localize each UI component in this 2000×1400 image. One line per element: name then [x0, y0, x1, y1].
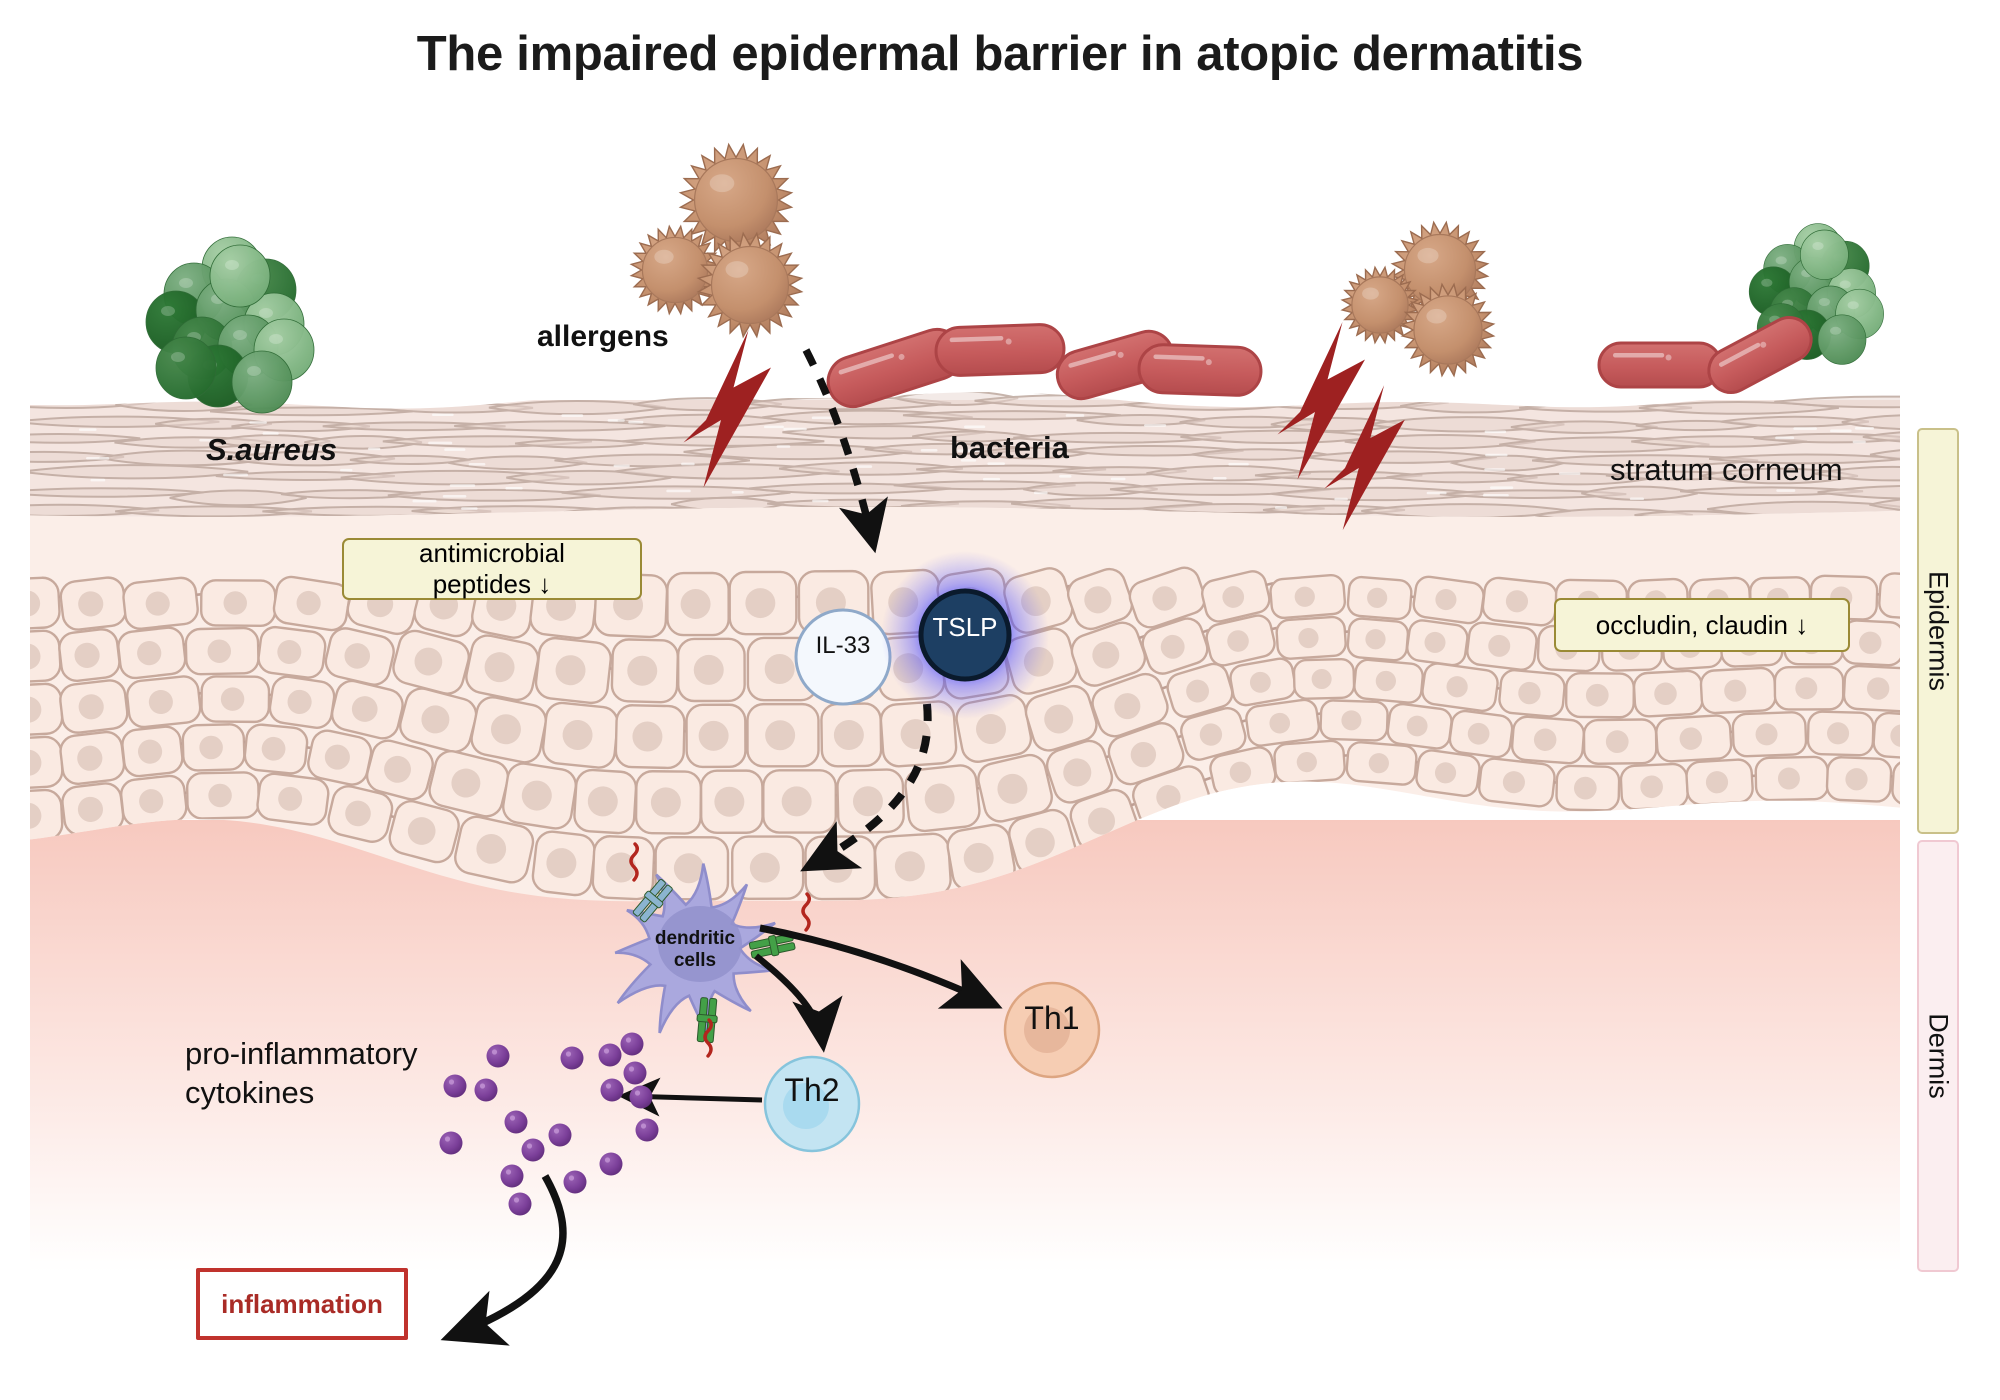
epidermis-bracket: Epidermis	[1917, 428, 1959, 834]
bacteria-group	[826, 316, 1813, 409]
allergen-penetration-arrow	[802, 348, 888, 554]
dendritic-to-th1-arrow	[759, 924, 1003, 1009]
dermis-bracket-label: Dermis	[1923, 1013, 1954, 1099]
epidermis-bracket-label: Epidermis	[1923, 570, 1954, 692]
stratum-corneum-layer	[30, 392, 1900, 517]
tslp-to-dendritic-arrow	[800, 703, 932, 872]
dendritic-to-th2-arrow	[753, 953, 843, 1053]
cytokines-to-inflammation-arrow	[440, 1174, 567, 1346]
tslp-label: TSLP	[932, 612, 998, 642]
dermis-layer	[30, 820, 1900, 1272]
il33-label: IL-33	[815, 632, 871, 659]
th1-cell	[1003, 981, 1101, 1079]
allergens-label: allergens	[537, 320, 669, 353]
s-aureus-label: S.aureus	[206, 432, 337, 467]
s-aureus-cluster-left	[145, 236, 315, 414]
lightning-bolts-group	[683, 322, 1405, 531]
stratum-corneum-label: stratum corneum	[1610, 452, 1843, 487]
allergens-group	[629, 142, 1496, 378]
page-title: The impaired epidermal barrier in atopic…	[416, 27, 1584, 81]
th1-label: Th1	[1024, 1000, 1080, 1036]
dendritic-cell	[614, 842, 811, 1058]
cytokine-particles	[439, 1032, 659, 1216]
tslp-cytokine	[881, 551, 1049, 719]
inflammation-callout: inflammation	[196, 1268, 408, 1340]
th2-cell	[763, 1055, 861, 1153]
bacteria-label: bacteria	[950, 430, 1069, 465]
th2-label: Th2	[784, 1072, 840, 1108]
occludin-claudin-callout: occludin, claudin ↓	[1554, 598, 1850, 652]
dermis-bracket: Dermis	[1917, 840, 1959, 1272]
